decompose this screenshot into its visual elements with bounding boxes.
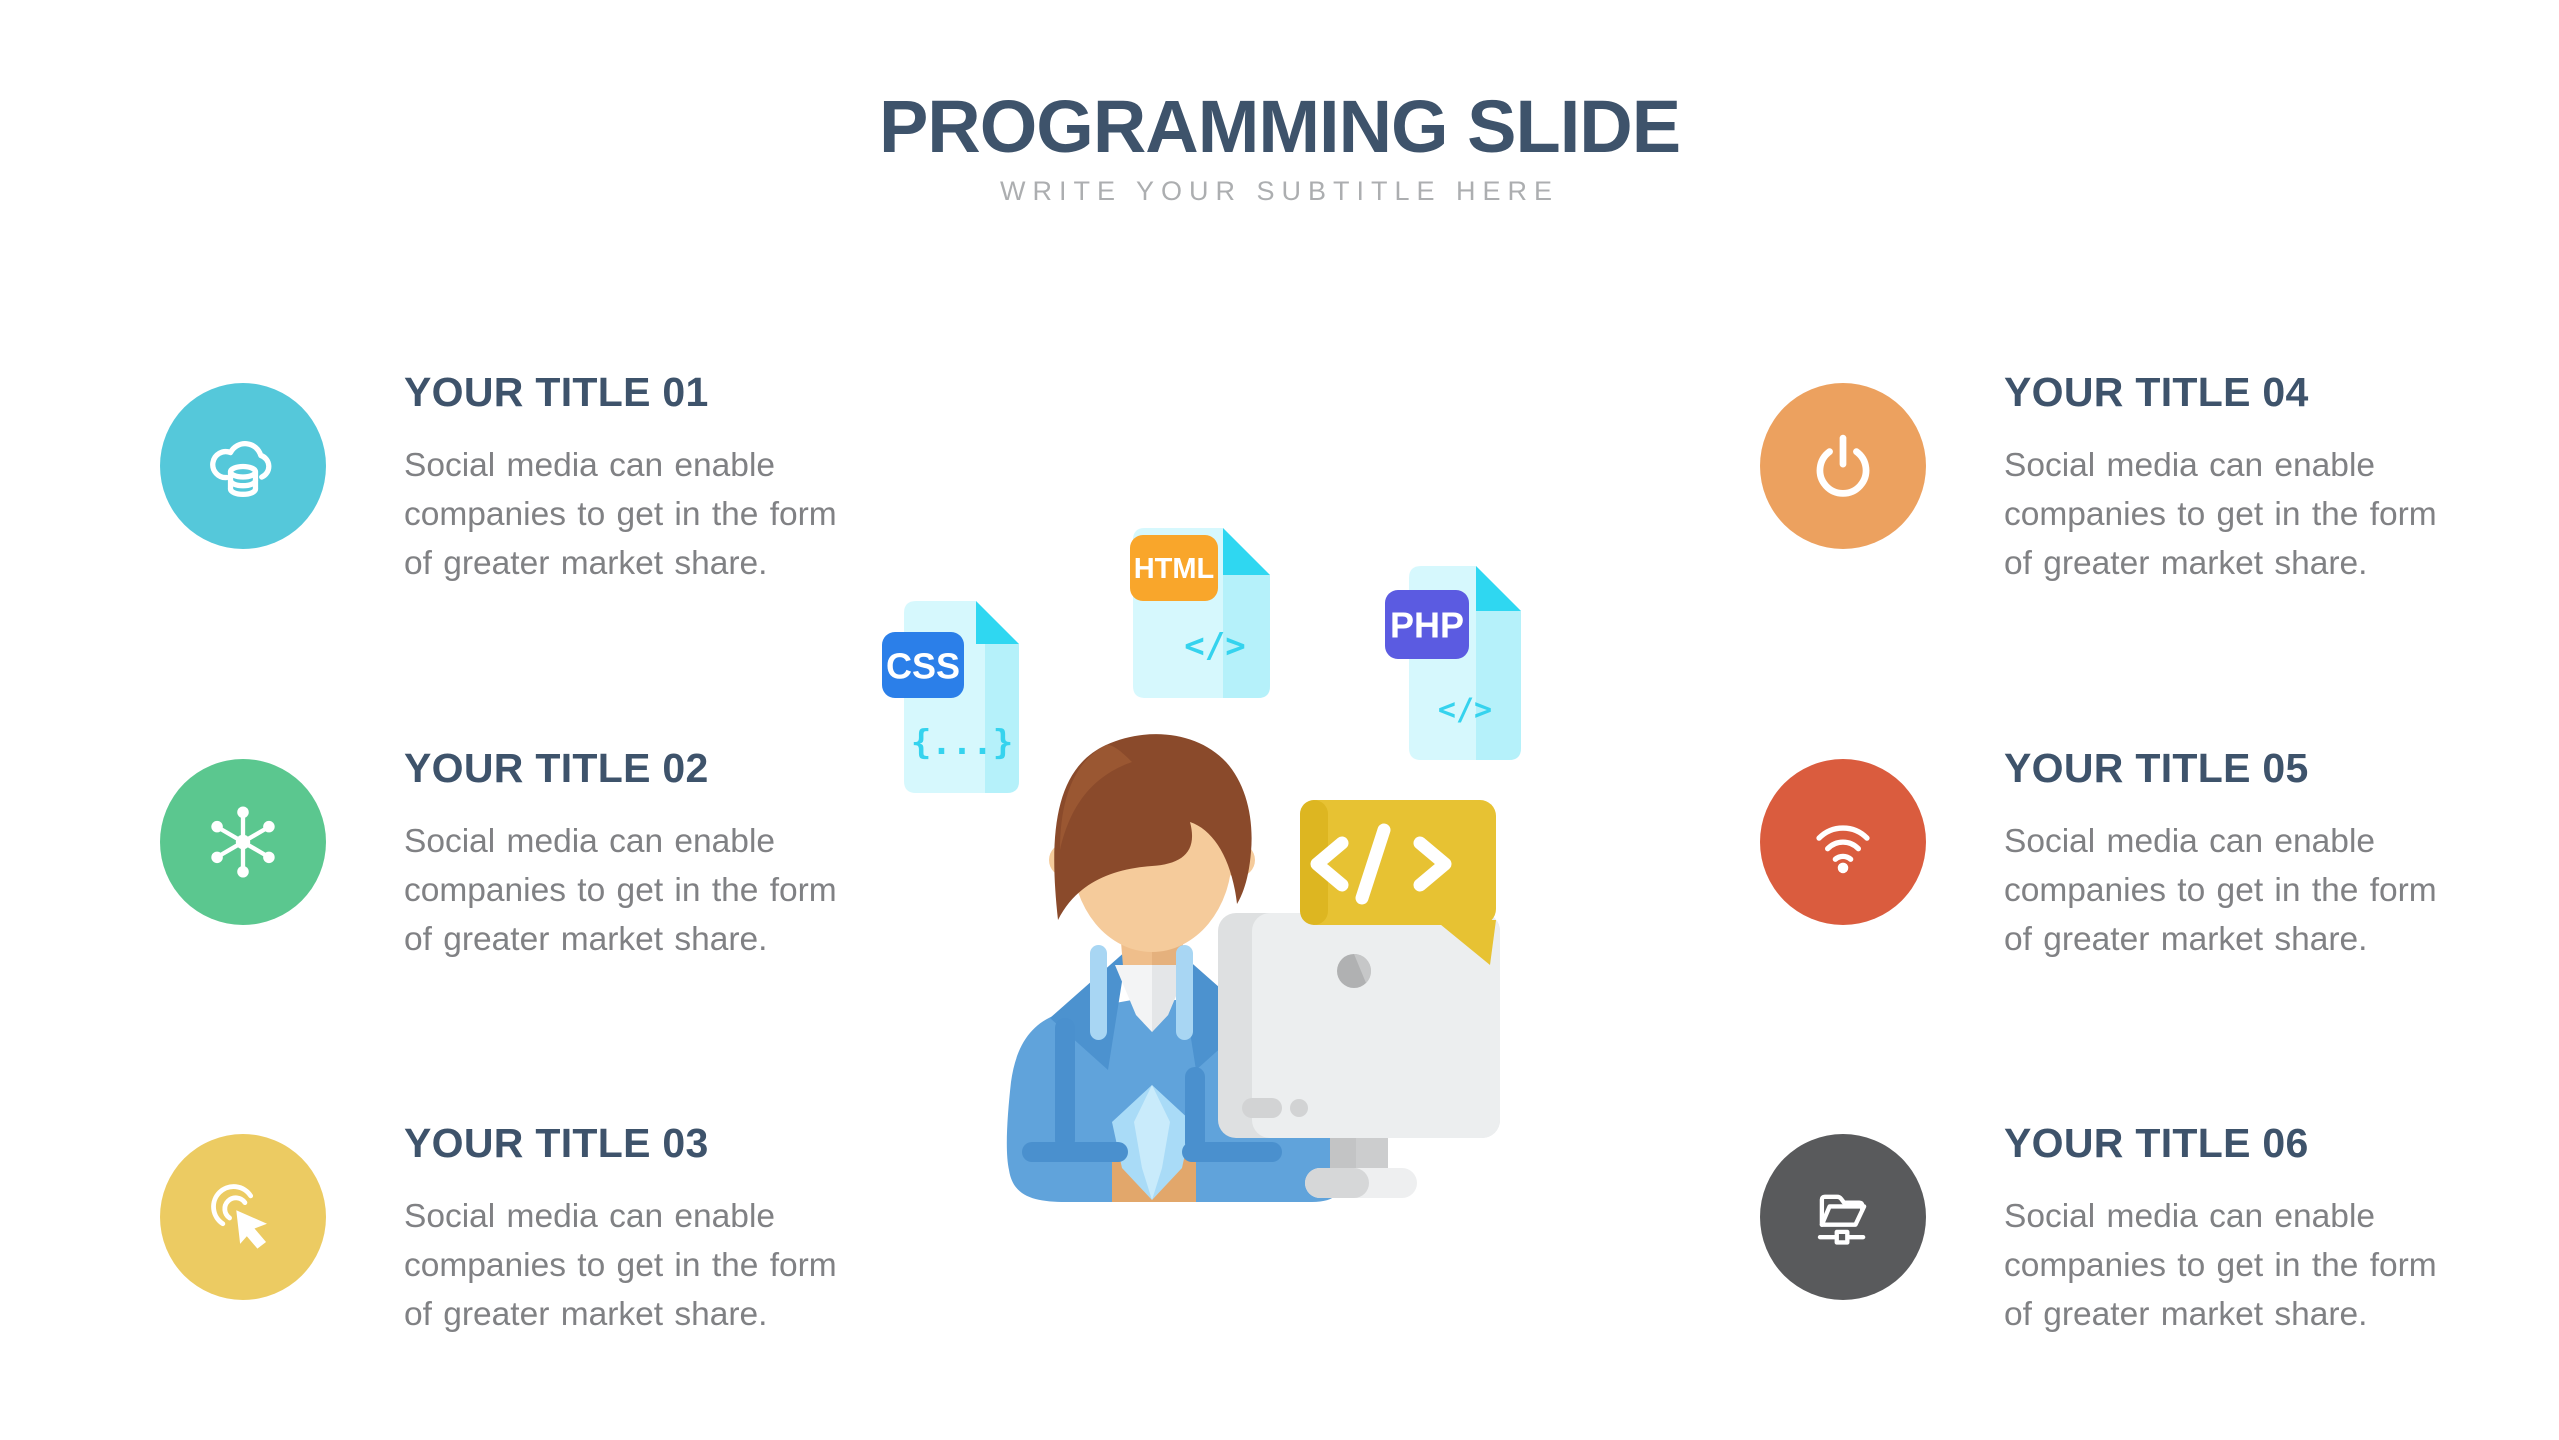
hoodie-string-left [1090,945,1107,1040]
item-06-body: Social media can enable companies to get… [2004,1198,2437,1333]
power-icon [1816,434,1870,497]
item-04: YOUR TITLE 04 Social media can enable co… [1760,370,2480,610]
page-title: PROGRAMMING SLIDE [878,85,1681,168]
item-03-circle [160,1134,326,1300]
php-file-icon: PHP </> [1385,566,1521,760]
item-06-title: YOUR TITLE 06 [2004,1120,2309,1166]
item-02-title: YOUR TITLE 02 [404,745,709,791]
item-01-body: Social media can enable companies to get… [404,447,837,582]
php-code-glyph: </> [1438,693,1492,728]
developer-at-computer-graphic: CSS {...} HTML </> PHP </> [882,528,1521,1202]
item-02-body: Social media can enable companies to get… [404,823,837,958]
css-file-icon: CSS {...} [882,601,1019,793]
item-05-body: Social media can enable companies to get… [2004,823,2437,958]
item-02-circle [160,759,326,925]
wifi-icon [1816,825,1870,874]
php-badge-label: PHP [1390,605,1464,646]
item-06-circle [1760,1134,1926,1300]
click-cursor-icon [211,1184,267,1249]
html-badge-label: HTML [1134,553,1215,585]
html-code-glyph: </> [1184,626,1245,666]
monitor [1218,913,1500,1198]
item-05: YOUR TITLE 05 Social media can enable co… [1760,746,2480,986]
item-01: YOUR TITLE 01 Social media can enable co… [160,370,880,610]
network-hub-icon [211,806,275,878]
code-tag-icon [1310,823,1452,905]
item-03-body: Social media can enable companies to get… [404,1198,837,1333]
hood-left [1050,950,1127,1070]
item-01-title: YOUR TITLE 01 [404,369,709,415]
hoodie-string-right [1176,945,1193,1040]
shared-folder-icon [1817,1194,1867,1245]
hood-right [1177,950,1254,1070]
item-02: YOUR TITLE 02 Social media can enable co… [160,746,880,986]
code-bubble [1300,800,1496,965]
hair [1054,734,1252,920]
page-subtitle: WRITE YOUR SUBTITLE HERE [999,176,1560,206]
html-file-icon: HTML </> [1130,528,1270,698]
item-04-circle [1760,383,1926,549]
item-03-title: YOUR TITLE 03 [404,1120,709,1166]
item-04-title: YOUR TITLE 04 [2004,369,2309,415]
css-badge-label: CSS [886,646,960,687]
monitor-button-dot [1290,1099,1308,1117]
item-04-body: Social media can enable companies to get… [2004,447,2437,582]
item-06: YOUR TITLE 06 Social media can enable co… [1760,1121,2480,1361]
css-code-glyph: {...} [911,723,1013,763]
item-03: YOUR TITLE 03 Social media can enable co… [160,1121,880,1361]
person-head [1049,734,1255,952]
cloud-storage-icon [210,441,272,497]
item-05-title: YOUR TITLE 05 [2004,745,2309,791]
item-05-circle [1760,759,1926,925]
developer-illustration: CSS {...} HTML </> PHP </> [880,500,1560,1220]
monitor-button-pill [1242,1098,1282,1118]
item-01-circle [160,383,326,549]
